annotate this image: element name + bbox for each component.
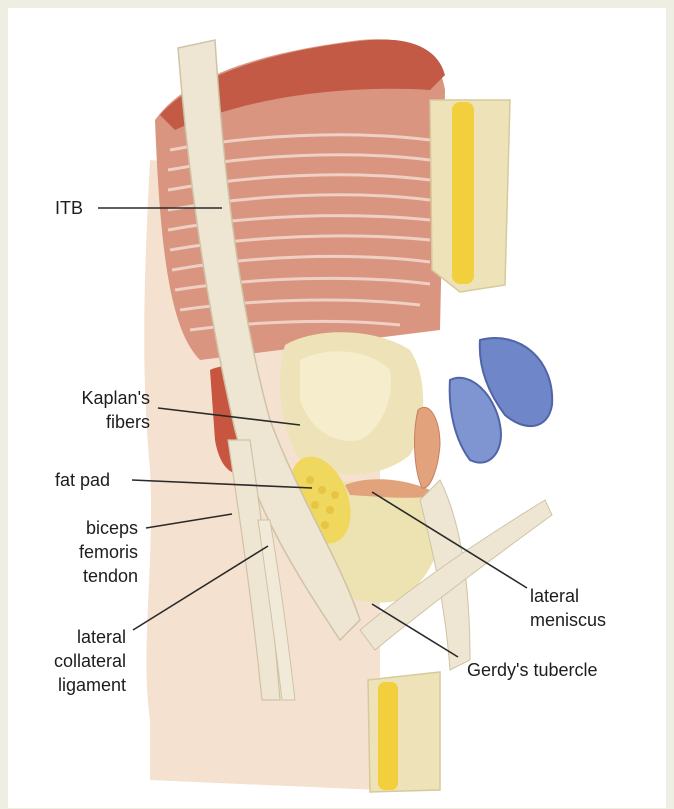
label-gerdys-tubercle: Gerdy's tubercle [467, 658, 598, 682]
label-meniscus-line2: meniscus [530, 608, 606, 632]
label-lateral-collateral-ligament: lateral collateral ligament [20, 625, 126, 697]
label-lcl-line1: lateral [20, 625, 126, 649]
label-biceps-line1: biceps [30, 516, 138, 540]
label-kaplans-fibers: Kaplan's fibers [40, 386, 150, 434]
label-lcl-line2: collateral [20, 649, 126, 673]
label-itb: ITB [55, 196, 83, 220]
label-fat-pad: fat pad [55, 468, 110, 492]
label-meniscus-line1: lateral [530, 584, 606, 608]
tibia-marrow [378, 682, 398, 790]
label-kaplans-fibers-line2: fibers [40, 410, 150, 434]
label-biceps-line3: tendon [30, 564, 138, 588]
patella-marrow [452, 102, 474, 284]
label-kaplans-fibers-line1: Kaplan's [40, 386, 150, 410]
label-lateral-meniscus: lateral meniscus [530, 584, 606, 632]
label-lcl-line3: ligament [20, 673, 126, 697]
label-biceps-femoris-tendon: biceps femoris tendon [30, 516, 138, 588]
label-biceps-line2: femoris [30, 540, 138, 564]
meniscus-wedge [415, 407, 440, 488]
